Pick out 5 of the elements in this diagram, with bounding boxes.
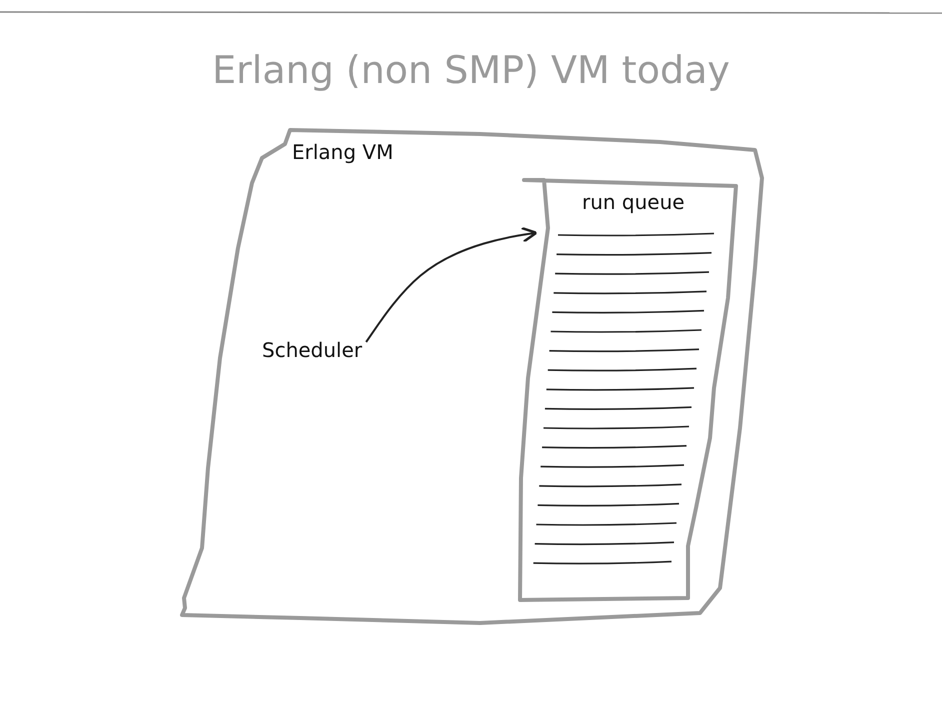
title: Erlang (non SMP) VM today <box>212 48 730 92</box>
panel-title: Erlang VM <box>292 140 394 164</box>
queue-title: run queue <box>582 190 685 214</box>
arrow <box>365 226 538 343</box>
scheduler-label: Scheduler <box>262 338 362 362</box>
